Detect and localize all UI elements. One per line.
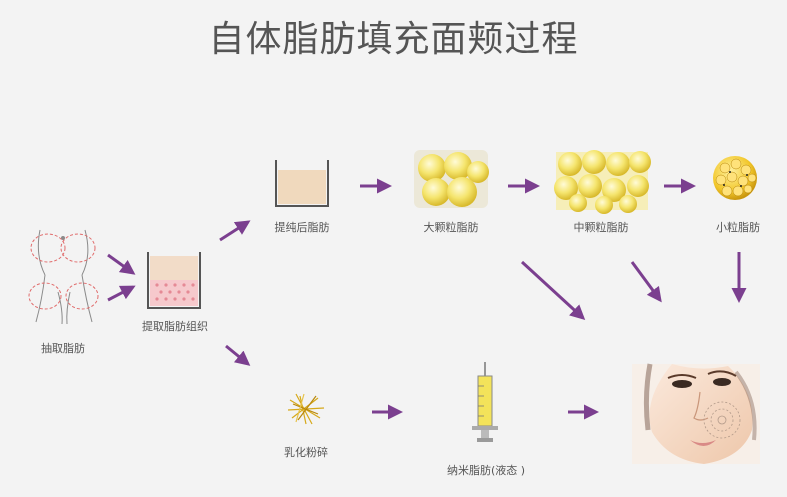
large-fat-particles-icon (414, 150, 489, 208)
label-purified-fat: 提纯后脂肪 (274, 221, 330, 234)
label-nano-fat: 纳米脂肪(液态 ) (446, 464, 526, 477)
face-illustration (632, 363, 760, 464)
fat-tissue-container-icon (147, 252, 201, 309)
label-large-fat: 大颗粒脂肪 (423, 221, 479, 234)
purified-fat-container-icon (275, 160, 329, 207)
label-emulsify: 乳化粉碎 (284, 446, 328, 459)
arrow-icon (107, 285, 136, 302)
diagram-title: 自体脂肪填充面颊过程 (208, 19, 579, 60)
label-small-fat: 小粒脂肪 (716, 221, 760, 234)
small-fat-particles-icon (713, 156, 757, 200)
emulsified-fat-fiber-icon (287, 393, 325, 425)
arrow-icon (630, 261, 662, 303)
arrow-icon (219, 220, 251, 242)
label-extract-fat: 抽取脂肪 (41, 342, 85, 355)
body-silhouette-icon (28, 229, 99, 325)
arrow-icon (225, 344, 251, 366)
label-medium-fat: 中颗粒脂肪 (573, 221, 629, 234)
syringe-icon (472, 362, 498, 442)
medium-fat-particles-icon (554, 150, 651, 214)
arrow-icon (520, 260, 586, 321)
arrow-icon (107, 253, 136, 275)
label-fat-tissue: 提取脂肪组织 (142, 320, 208, 333)
